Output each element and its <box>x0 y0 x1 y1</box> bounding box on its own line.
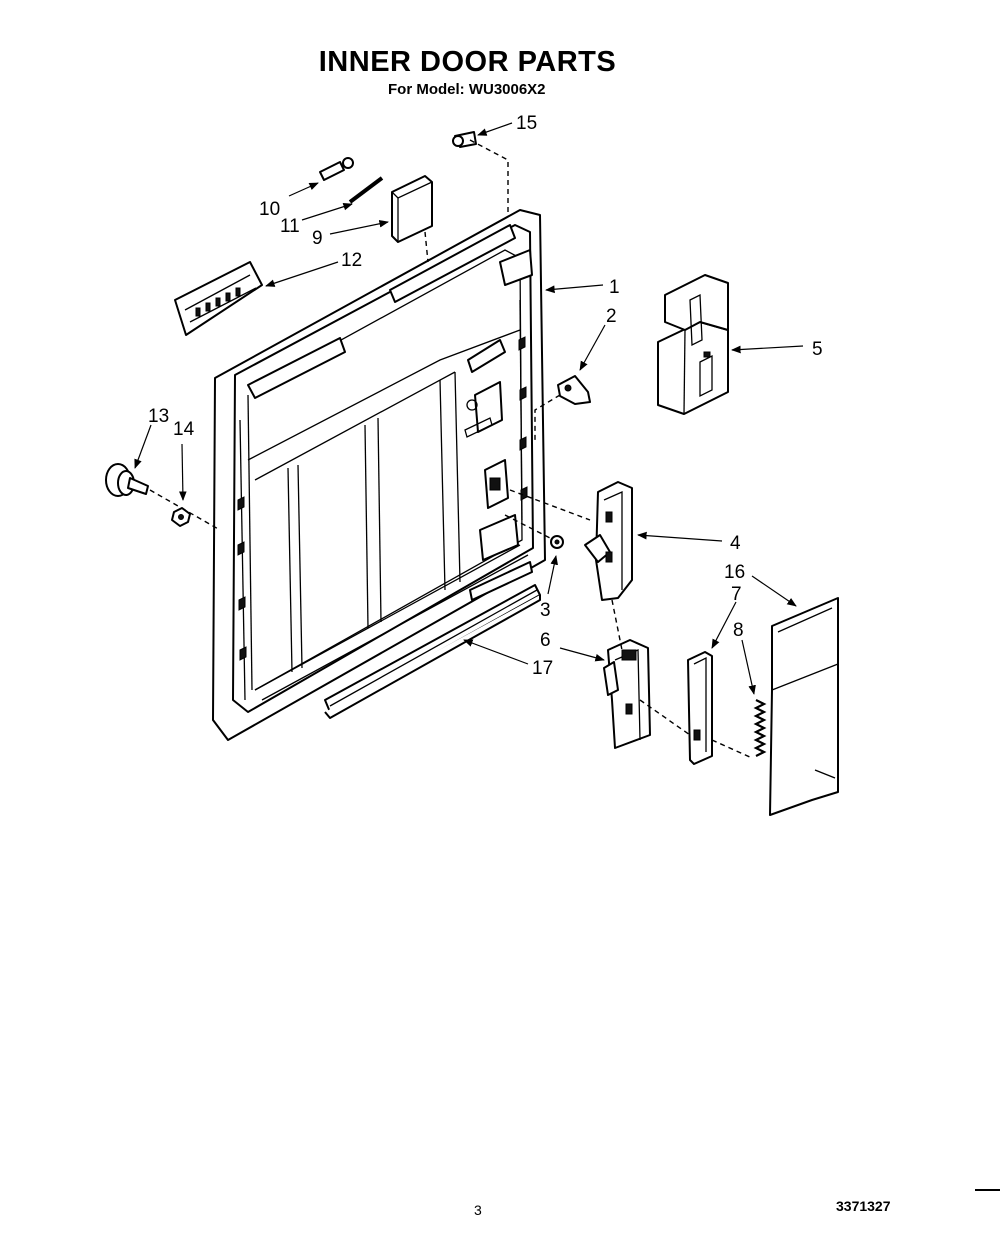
document-number: 3371327 <box>836 1198 891 1214</box>
callout-labels: 1 2 3 4 5 6 7 8 9 10 11 12 13 14 15 16 1… <box>148 113 823 679</box>
callout-11: 11 <box>280 216 300 237</box>
callout-12: 12 <box>341 250 362 271</box>
callout-13: 13 <box>148 406 169 427</box>
callout-4: 4 <box>730 533 741 554</box>
callout-7: 7 <box>731 584 742 605</box>
lower-trim-strip <box>324 584 541 719</box>
spring <box>753 699 767 757</box>
hex-nut <box>171 507 191 527</box>
leader-arrows <box>134 122 804 695</box>
callout-3: 3 <box>540 600 551 621</box>
callout-2: 2 <box>606 306 617 327</box>
page-number: 3 <box>474 1202 482 1218</box>
grommet-plug <box>550 535 564 549</box>
latch-assembly <box>657 274 729 415</box>
callout-6: 6 <box>540 630 551 651</box>
inner-door-frame <box>212 209 546 741</box>
door-knob <box>105 463 149 497</box>
side-cover <box>769 597 839 816</box>
page-title: INNER DOOR PARTS <box>318 46 617 78</box>
strike-bracket <box>584 481 633 601</box>
vent-panel <box>174 261 263 336</box>
callout-14: 14 <box>173 419 195 440</box>
cover-block <box>391 175 433 243</box>
top-screw <box>452 131 477 148</box>
callout-17: 17 <box>532 658 553 679</box>
callout-1: 1 <box>609 277 620 298</box>
callout-16: 16 <box>724 562 745 583</box>
callout-10: 10 <box>259 199 280 220</box>
small-screw <box>319 157 354 181</box>
callout-15: 15 <box>516 113 537 134</box>
model-subtitle: For Model: WU3006X2 <box>388 81 546 98</box>
callout-5: 5 <box>812 339 823 360</box>
page-edge-mark <box>975 1189 1000 1191</box>
latch-plate <box>603 639 651 749</box>
assembly-lines <box>149 139 753 759</box>
callout-8: 8 <box>733 620 744 641</box>
pin-rod <box>348 176 384 204</box>
latch-lever <box>687 651 713 765</box>
callout-9: 9 <box>312 228 323 249</box>
latch-clip <box>557 375 591 405</box>
